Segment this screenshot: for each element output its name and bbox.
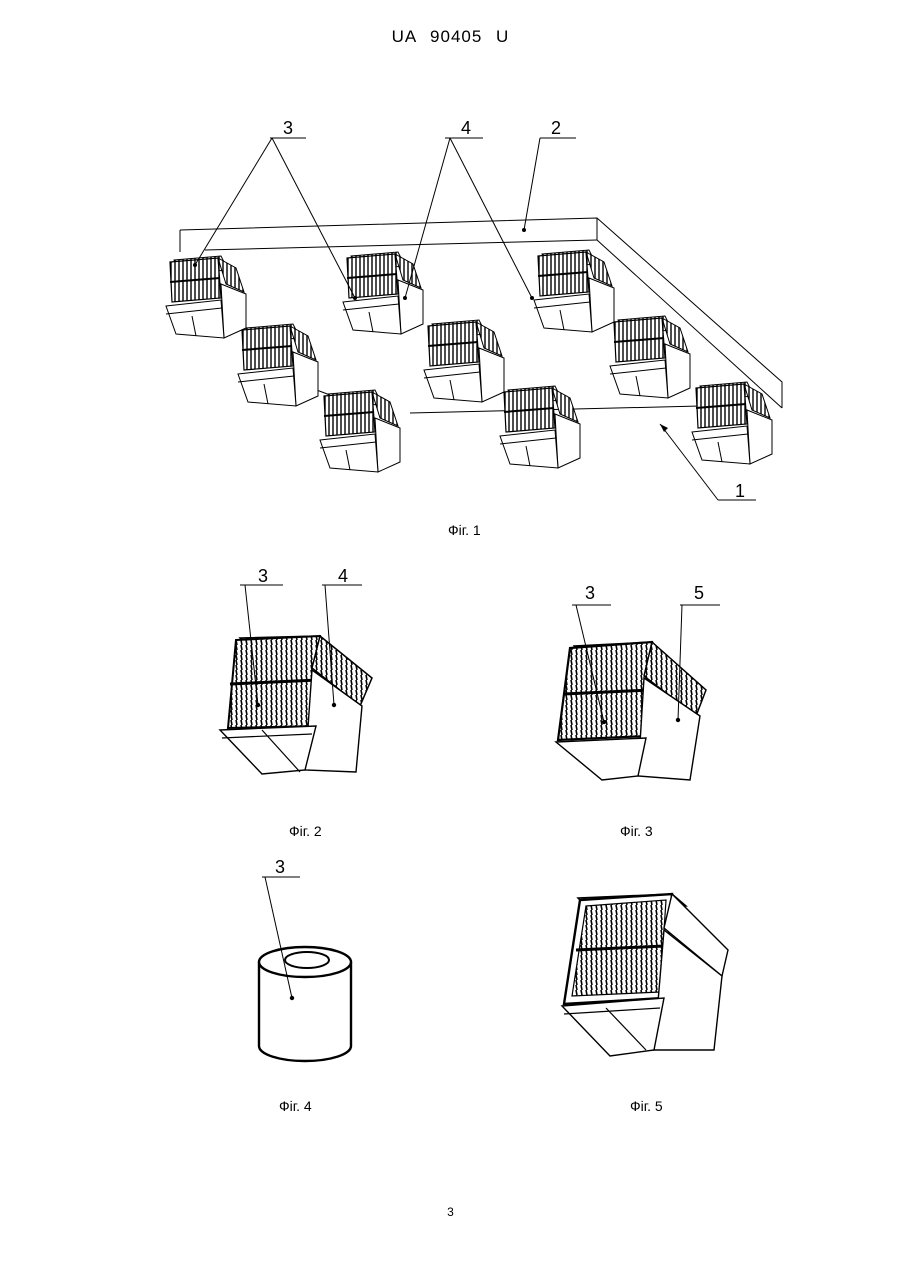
fig2-label-4: 4 (338, 566, 348, 586)
figure-5-drawing (562, 894, 728, 1056)
fig1-label-4: 4 (461, 118, 471, 138)
fig2-label-3: 3 (258, 566, 268, 586)
fig3-label-3: 3 (585, 583, 595, 603)
figure-2-drawing (220, 585, 372, 774)
figure-3-drawing (556, 605, 720, 780)
fig4-label-3: 3 (275, 857, 285, 877)
fig3-label-5: 5 (694, 583, 704, 603)
figure-1-drawing (166, 138, 782, 500)
fig1-label-3: 3 (283, 118, 293, 138)
figure-1-caption: Фіг. 1 (448, 522, 481, 538)
fig1-label-2: 2 (551, 118, 561, 138)
figure-2-caption: Фіг. 2 (289, 823, 322, 839)
figure-4-drawing (259, 877, 351, 1061)
figure-4-caption: Фіг. 4 (279, 1098, 312, 1114)
figure-5-caption: Фіг. 5 (630, 1098, 663, 1114)
figure-3-caption: Фіг. 3 (620, 823, 653, 839)
fig1-label-1: 1 (735, 481, 745, 501)
page-number: 3 (0, 1205, 901, 1219)
